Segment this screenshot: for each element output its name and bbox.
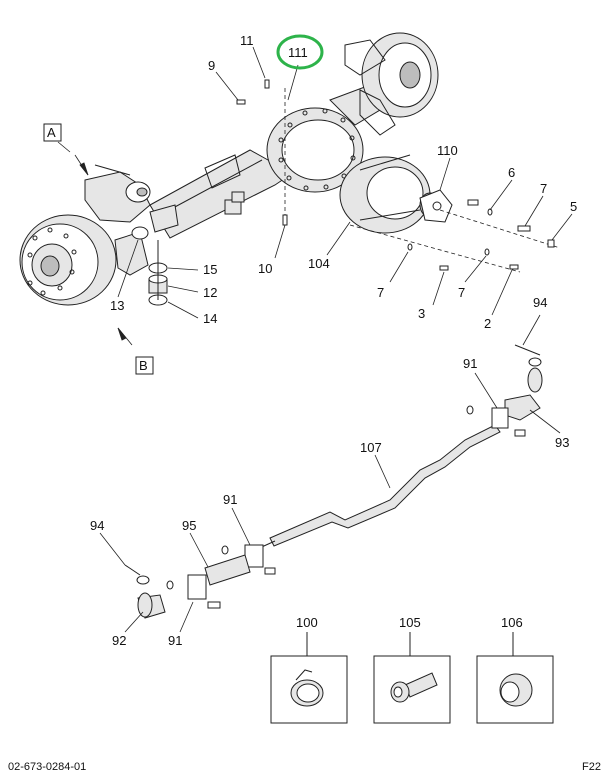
inset-106-bushing [476,632,554,724]
callout-10: 10 [258,261,272,276]
callout-numbers: 11 9 111 110 6 7 5 10 104 15 12 14 13 7 … [90,33,577,648]
svg-text:A: A [47,125,56,140]
leader-lines [57,46,573,633]
callout-92: 92 [112,633,126,648]
highlight-circle-111 [276,34,324,70]
callout-6: 6 [508,165,515,180]
callout-95: 95 [182,518,196,533]
callout-11: 11 [240,33,254,48]
hardware-bolts [236,79,555,271]
callout-15: 15 [203,262,217,277]
cotter-pins-94 [124,344,541,576]
callout-3: 3 [418,306,425,321]
page-number: F22 [582,761,601,773]
callout-104: 104 [308,256,330,271]
callout-107: 107 [360,440,382,455]
callout-7c: 7 [458,285,465,300]
callout-94a: 94 [533,295,547,310]
view-label-b: B [135,356,154,375]
clamp-91-upper [221,544,276,575]
callout-9: 9 [208,58,215,73]
callout-111: 111 [288,45,308,60]
callout-91b: 91 [223,492,237,507]
callout-7a: 7 [540,181,547,196]
callout-100: 100 [296,615,318,630]
callout-12: 12 [203,285,217,300]
tube-95 [166,554,251,609]
callout-2: 2 [484,316,491,331]
drawing-number: 02-673-0284-01 [8,761,86,773]
inset-105-bolt [373,632,451,724]
svg-text:B: B [139,358,148,373]
tie-rod-end-92 [136,575,166,619]
callout-14: 14 [203,311,217,326]
carrier-cover-104 [339,154,441,234]
callout-93: 93 [555,435,569,450]
callout-7b: 7 [377,285,384,300]
callout-5: 5 [570,199,577,214]
yoke-110 [419,189,453,223]
callout-91a: 91 [463,356,477,371]
callout-105: 105 [399,615,421,630]
callout-106: 106 [501,615,523,630]
pin-bushing-stack [131,226,168,306]
callout-94b: 94 [90,518,104,533]
inset-100-clamp [270,632,348,724]
view-label-a: A [43,123,62,142]
callout-91c: 91 [168,633,182,648]
tie-rod-end-93 [466,357,543,437]
rear-axle-assembly [19,32,439,306]
callout-110: 110 [437,143,458,158]
callout-13: 13 [110,298,124,313]
assembly-centerlines [284,88,561,273]
